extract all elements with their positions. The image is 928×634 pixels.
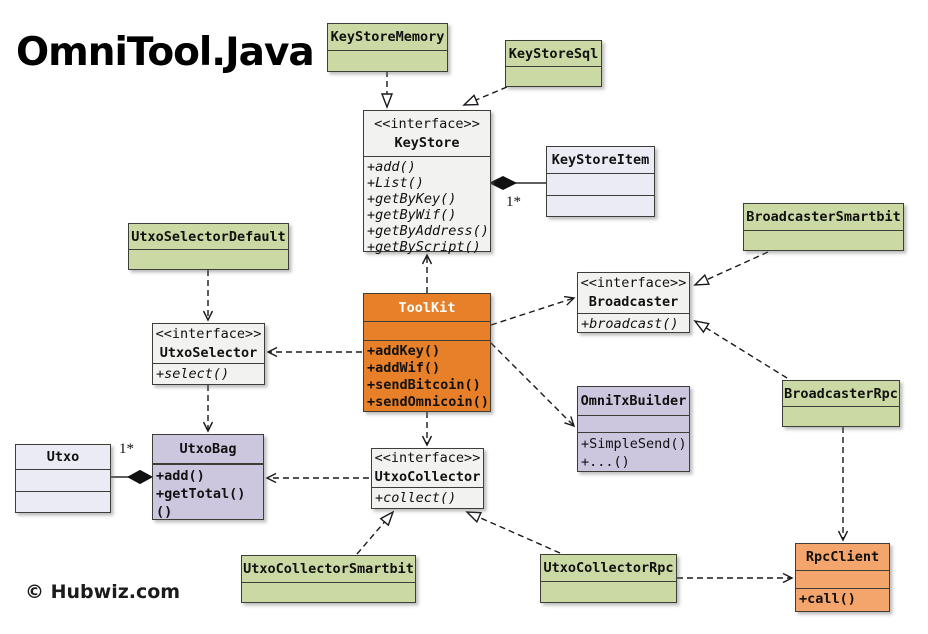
stereotype: <<interface>> xyxy=(374,450,481,466)
multiplicity-utxo: 1* xyxy=(119,441,134,457)
empty-compartment xyxy=(744,230,903,250)
class-name: KeyStoreSql xyxy=(508,45,599,62)
class-rpcclient: RpcClient +call() xyxy=(795,543,890,612)
interface-keystore: <<interface>> KeyStore +add() +List() +g… xyxy=(363,110,491,255)
realization-utxocollectorrpc-utxocollector xyxy=(465,511,561,554)
class-utxo: Utxo xyxy=(15,444,111,513)
class-broadcastersmartbit: BroadcasterSmartbit xyxy=(743,203,904,251)
empty-compartment xyxy=(783,406,899,426)
stereotype: <<interface>> xyxy=(580,275,687,291)
interface-broadcaster: <<interface>> Broadcaster +broadcast() xyxy=(577,272,690,333)
class-name: KeyStoreItem xyxy=(551,152,650,168)
method-list: +add() +getTotal()() xyxy=(153,464,263,521)
composition-utxobag-utxo xyxy=(111,469,154,485)
class-utxocollectorrpc: UtxoCollectorRpc xyxy=(540,554,677,603)
multiplicity-keystoreitem: 1* xyxy=(506,194,521,210)
empty-compartment xyxy=(364,321,490,340)
class-name: Broadcaster xyxy=(588,294,679,310)
empty-compartment xyxy=(796,570,889,588)
class-name: UtxoSelectorDefault xyxy=(131,228,286,245)
class-keystorememory: KeyStoreMemory xyxy=(327,23,448,72)
class-keystoresql: KeyStoreSql xyxy=(505,40,602,87)
page-title: OmniTool.Java xyxy=(16,30,315,75)
class-name: ToolKit xyxy=(398,299,456,316)
empty-compartment xyxy=(547,195,654,216)
dependency-toolkit-broadcaster xyxy=(490,295,576,326)
realization-broadcastersmartbit-broadcaster xyxy=(693,251,769,286)
class-name: Utxo xyxy=(46,449,80,465)
class-broadcasterrpc: BroadcasterRpc xyxy=(782,380,900,427)
class-omnitxbuilder: OmniTxBuilder +SimpleSend() +...() xyxy=(577,386,690,472)
class-name: KeyStoreMemory xyxy=(330,29,445,45)
empty-compartment xyxy=(129,249,288,269)
empty-compartment xyxy=(506,66,601,86)
class-utxocollectorsmartbit: UtxoCollectorSmartbit xyxy=(241,555,416,603)
realization-keystoresql-keystore xyxy=(462,86,508,106)
realization-broadcasterrpc-broadcaster xyxy=(693,319,788,379)
class-utxoselectordefault: UtxoSelectorDefault xyxy=(128,223,289,270)
empty-compartment xyxy=(541,581,676,602)
empty-compartment xyxy=(16,469,110,491)
class-name: UtxoCollector xyxy=(374,469,481,485)
composition-keystore-keystoreitem xyxy=(488,175,546,191)
interface-utxocollector: <<interface>> UtxoCollector +collect() xyxy=(371,448,484,509)
class-name: KeyStore xyxy=(394,134,460,151)
interface-header: <<interface>> Broadcaster xyxy=(578,273,689,313)
class-utxobag: UtxoBag +add() +getTotal()() xyxy=(152,434,264,520)
empty-compartment xyxy=(153,463,263,464)
class-name: UtxoSelector xyxy=(159,344,258,361)
empty-compartment xyxy=(16,491,110,512)
stereotype: <<interface>> xyxy=(374,115,480,132)
class-name: BroadcasterRpc xyxy=(784,385,898,402)
class-toolkit: ToolKit +addKey() +addWif() +sendBitcoin… xyxy=(363,293,491,412)
method-list: +select() xyxy=(153,363,264,384)
class-keystoreitem: KeyStoreItem xyxy=(546,146,655,217)
method-list: +call() xyxy=(796,588,889,611)
class-name: UtxoBag xyxy=(179,441,237,457)
empty-compartment xyxy=(578,415,689,432)
copyright: © Hubwiz.com xyxy=(25,581,181,603)
interface-header: <<interface>> KeyStore xyxy=(364,111,490,156)
interface-header: <<interface>> UtxoCollector xyxy=(372,449,483,487)
dependency-toolkit-omnitxbuilder xyxy=(490,342,576,428)
method-list: +collect() xyxy=(372,487,483,508)
empty-compartment xyxy=(242,582,415,602)
empty-compartment xyxy=(328,50,447,71)
class-name: BroadcasterSmartbit xyxy=(746,209,901,225)
realization-utxocollectorsmartbit-utxocollector xyxy=(356,510,395,555)
interface-header: <<interface>> UtxoSelector xyxy=(153,324,264,363)
class-name: OmniTxBuilder xyxy=(580,393,687,409)
method-list: +broadcast() xyxy=(578,313,689,333)
class-name: UtxoCollectorRpc xyxy=(543,560,674,576)
method-list: +SimpleSend() +...() xyxy=(578,432,689,471)
empty-compartment xyxy=(547,173,654,195)
method-list: +add() +List() +getByKey() +getByWif() +… xyxy=(364,156,490,255)
stereotype: <<interface>> xyxy=(155,325,262,342)
class-name: RpcClient xyxy=(805,549,880,565)
method-list: +addKey() +addWif() +sendBitcoin() +send… xyxy=(364,340,490,411)
class-name: UtxoCollectorSmartbit xyxy=(243,561,414,577)
interface-utxoselector: <<interface>> UtxoSelector +select() xyxy=(152,323,265,385)
